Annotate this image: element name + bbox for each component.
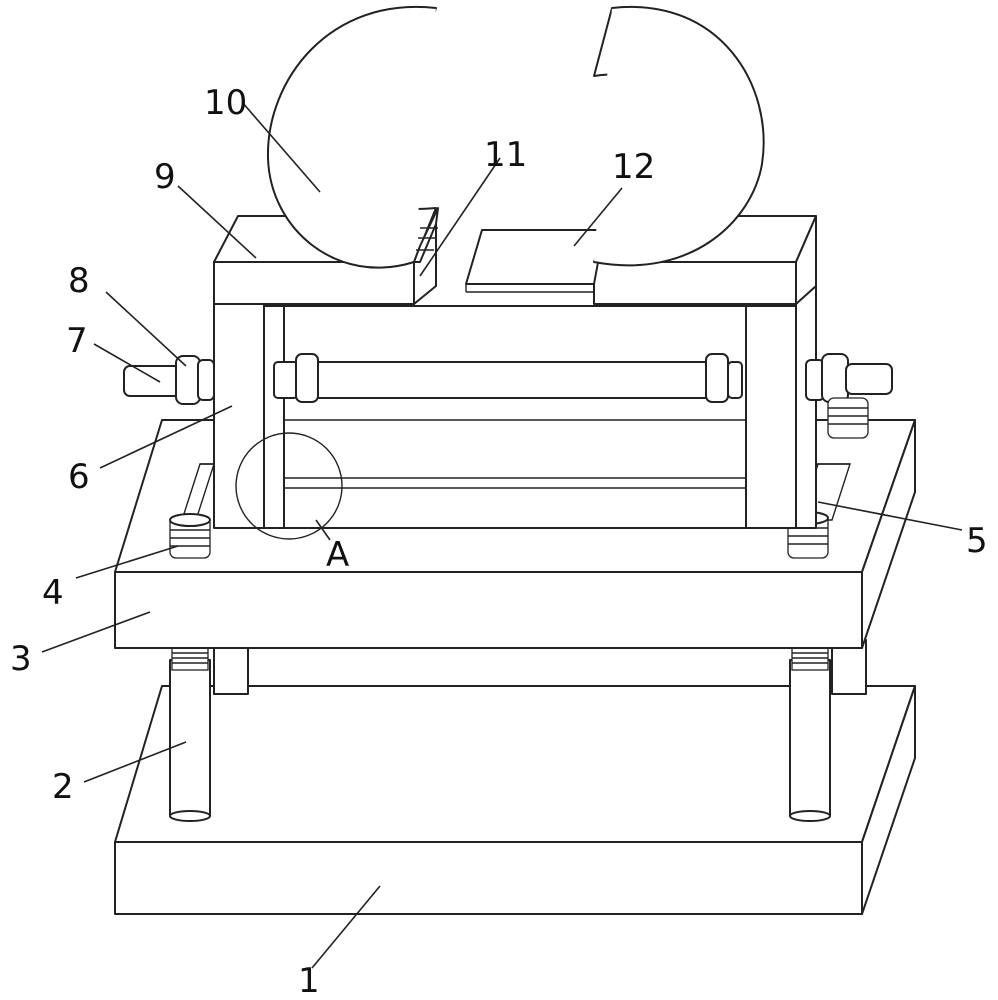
rod-collar-right	[705, 353, 743, 403]
detail-circle-a	[235, 432, 343, 540]
label-1: 1	[298, 961, 320, 1000]
label-7: 7	[66, 321, 88, 361]
label-11: 11	[484, 135, 527, 175]
label-12: 12	[612, 147, 655, 187]
label-detail-a: A	[326, 535, 349, 575]
screw-right	[805, 353, 893, 439]
label-2: 2	[52, 767, 74, 807]
column-spring-left	[171, 647, 209, 671]
screw-left	[123, 355, 215, 405]
leader-lines	[41, 101, 963, 969]
arc-clamp-right	[593, 5, 765, 267]
guide-rod	[273, 353, 743, 403]
label-3: 3	[10, 639, 32, 679]
label-4: 4	[42, 573, 64, 613]
label-9: 9	[154, 157, 176, 197]
bolt-spring-left	[169, 513, 211, 559]
rod-collar-left	[273, 353, 319, 403]
label-10: 10	[204, 83, 247, 123]
u-frame	[213, 261, 817, 529]
label-8: 8	[68, 261, 90, 301]
arc-clamp-left	[266, 5, 437, 269]
jaw-liner	[413, 207, 439, 263]
label-5: 5	[966, 521, 988, 561]
label-6: 6	[68, 457, 90, 497]
column-spring-right	[791, 647, 829, 671]
center-pad	[465, 229, 605, 293]
base-plate	[114, 685, 916, 915]
